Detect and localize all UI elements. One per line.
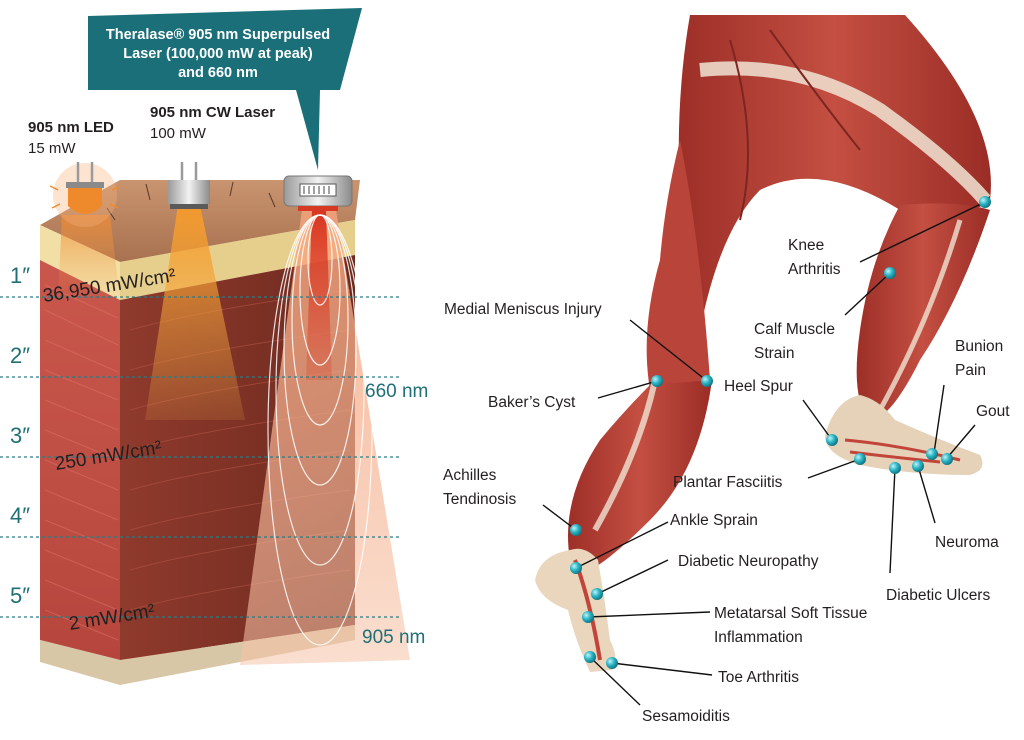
calf-label-line-1: Calf Muscle bbox=[754, 321, 835, 338]
ulcers-dot bbox=[889, 462, 901, 474]
led-beam bbox=[58, 215, 120, 300]
condition-labels: Knee Arthritis Calf Muscle Strain Bunion… bbox=[443, 237, 1010, 725]
front-lower-leg bbox=[568, 380, 712, 570]
bakers-label: Baker’s Cyst bbox=[488, 394, 576, 411]
callout-line-2: Laser (100,000 mW at peak) bbox=[123, 46, 313, 62]
bakers-dot bbox=[651, 375, 663, 387]
neuroma-label: Neuroma bbox=[935, 534, 999, 551]
achilles-label-line-2: Tendinosis bbox=[443, 491, 516, 508]
cw-beam bbox=[145, 205, 245, 420]
knee-label-line-1: Knee bbox=[788, 237, 824, 254]
depth-label-4: 4″ bbox=[10, 503, 30, 528]
toe-dot bbox=[606, 657, 618, 669]
knee-dot bbox=[979, 196, 991, 208]
leader-lines bbox=[542, 201, 986, 706]
achilles-label-line-1: Achilles bbox=[443, 467, 497, 484]
bunion-label-line-2: Pain bbox=[955, 362, 986, 379]
light-beams bbox=[58, 205, 410, 665]
cw-name: 905 nm CW Laser bbox=[150, 104, 275, 121]
ankle-dot bbox=[570, 562, 582, 574]
superpulsed-beam bbox=[240, 210, 410, 665]
meniscus-dot bbox=[701, 375, 713, 387]
metatarsal-label-line-2: Inflammation bbox=[714, 629, 803, 646]
depth-label-2: 2″ bbox=[10, 343, 30, 368]
gout-label: Gout bbox=[976, 403, 1010, 420]
anatomy-legs bbox=[535, 15, 991, 672]
neuropathy-label: Diabetic Neuropathy bbox=[678, 553, 819, 570]
led-name: 905 nm LED bbox=[28, 119, 114, 136]
back-lower-leg bbox=[856, 203, 990, 420]
heel-spur-dot bbox=[826, 434, 838, 446]
calf-label-line-2: Strain bbox=[754, 345, 795, 362]
condition-dots bbox=[570, 196, 991, 669]
thigh bbox=[678, 15, 991, 330]
wavelength-905-label: 905 nm bbox=[362, 627, 425, 648]
led-device bbox=[49, 162, 121, 227]
depth-lines bbox=[0, 296, 400, 618]
depth-label-1: 1″ bbox=[10, 263, 30, 288]
bunion-label-line-1: Bunion bbox=[955, 338, 1003, 355]
sesamoid-label: Sesamoiditis bbox=[642, 708, 730, 725]
muscle-front bbox=[40, 260, 120, 660]
led-power: 15 mW bbox=[28, 140, 76, 157]
theralase-callout: Theralase® 905 nm Superpulsed Laser (100… bbox=[88, 8, 362, 170]
knee-label-line-2: Arthritis bbox=[788, 261, 841, 278]
ankle-label: Ankle Sprain bbox=[670, 512, 758, 529]
callout-line-1: Theralase® 905 nm Superpulsed bbox=[106, 27, 330, 43]
plantar-dot bbox=[854, 453, 866, 465]
metatarsal-dot bbox=[582, 611, 594, 623]
meniscus-label: Medial Meniscus Injury bbox=[444, 301, 602, 318]
plantar-label: Plantar Fasciitis bbox=[673, 474, 783, 491]
wavelength-660-label: 660 nm bbox=[365, 381, 428, 402]
red-660-beam bbox=[306, 210, 332, 380]
cw-power: 100 mW bbox=[150, 125, 207, 142]
callout-line-3: and 660 nm bbox=[178, 65, 258, 81]
ulcers-label: Diabetic Ulcers bbox=[886, 587, 990, 604]
bunion-dot bbox=[926, 448, 938, 460]
heel-spur-label: Heel Spur bbox=[724, 378, 793, 395]
depth-label-3: 3″ bbox=[10, 423, 30, 448]
front-thigh bbox=[646, 140, 710, 390]
neuroma-dot bbox=[912, 460, 924, 472]
metatarsal-label-line-1: Metatarsal Soft Tissue bbox=[714, 605, 867, 622]
theralase-device bbox=[283, 175, 353, 211]
depth-label-5: 5″ bbox=[10, 583, 30, 608]
gout-dot bbox=[941, 453, 953, 465]
cw-laser-device bbox=[168, 162, 210, 209]
achilles-dot bbox=[570, 524, 582, 536]
sesamoid-dot bbox=[584, 651, 596, 663]
toe-label: Toe Arthritis bbox=[718, 669, 799, 686]
neuropathy-dot bbox=[591, 588, 603, 600]
calf-dot bbox=[884, 267, 896, 279]
